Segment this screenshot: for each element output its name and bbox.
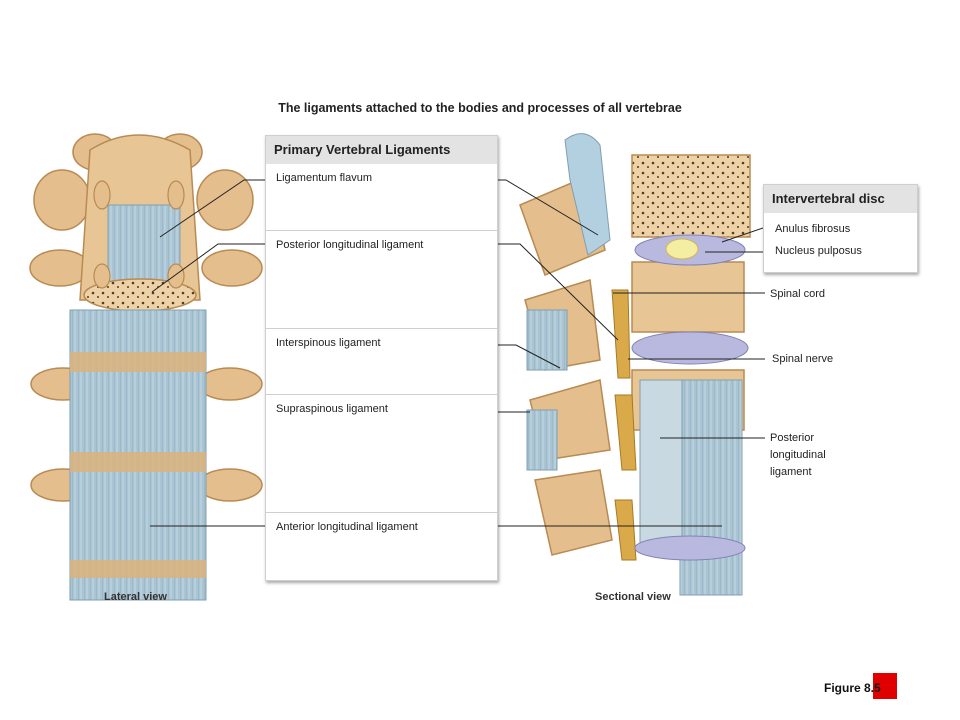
ligament-item-flavum: Ligamentum flavum [266,164,497,230]
label-posterior-longitudinal-ligament: Posterior longitudinal ligament [770,432,826,478]
page-title: The ligaments attached to the bodies and… [278,101,682,115]
ligament-item-anterior-longitudinal: Anterior longitudinal ligament [266,512,497,580]
ligaments-panel-heading: Primary Vertebral Ligaments [266,136,497,164]
ligament-label: Supraspinous ligament [276,403,388,415]
figure-badge [873,673,897,699]
label-spinal-cord: Spinal cord [770,288,826,300]
disc-item-anulus: Anulus fibrosus [775,223,851,235]
leader-lines [150,179,765,527]
ligament-label: Posterior longitudinal ligament [276,239,424,251]
ligament-label: Anterior longitudinal ligament [276,521,418,533]
label-lateral-view: Lateral view [104,591,167,603]
figure-label: Figure 8.5 [824,681,881,695]
label-spinal-nerve: Spinal nerve [772,353,834,365]
ligament-label: Interspinous ligament [276,337,381,349]
disc-item-nucleus: Nucleus pulposus [775,245,862,257]
disc-panel-heading: Intervertebral disc [764,185,917,213]
ligament-item-posterior-longitudinal: Posterior longitudinal ligament [266,230,497,328]
ligament-item-interspinous: Interspinous ligament [266,328,497,394]
disc-panel: Intervertebral disc Anulus fibrosus Nucl… [763,184,918,273]
label-sectional-view: Sectional view [595,591,671,603]
sectional-view-illustration [519,133,751,596]
ligament-label: Ligamentum flavum [276,172,372,184]
lateral-view-illustration [29,133,263,601]
ligament-item-supraspinous: Supraspinous ligament [266,394,497,512]
ligaments-panel: Primary Vertebral Ligaments Ligamentum f… [265,135,498,581]
